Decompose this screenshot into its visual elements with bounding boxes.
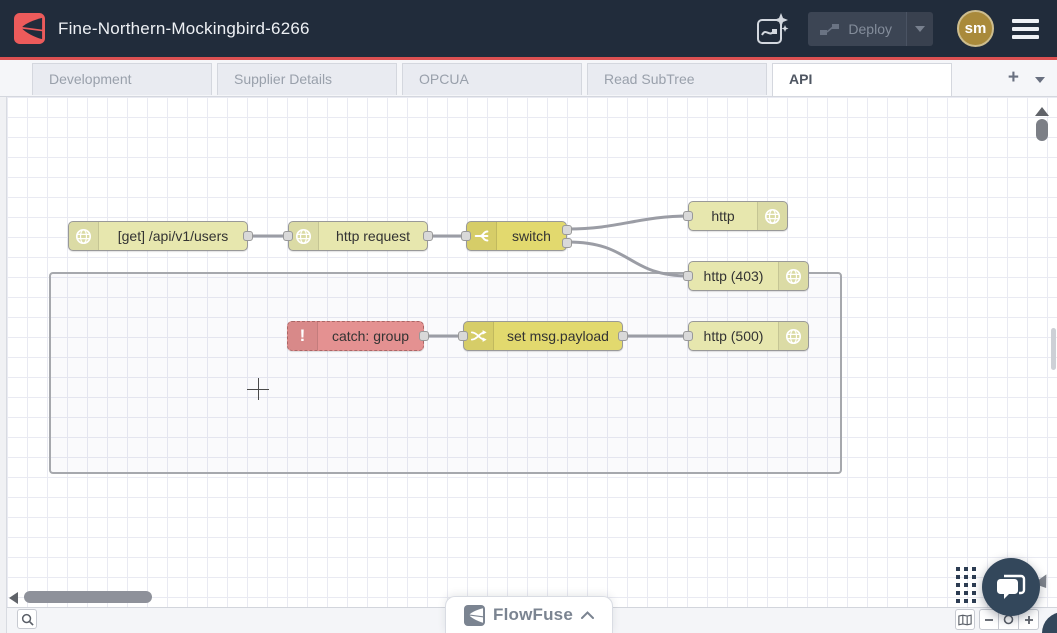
deploy-split-button: Deploy bbox=[808, 11, 933, 46]
node-switch[interactable]: switch bbox=[461, 221, 572, 251]
node-label: switch bbox=[512, 228, 551, 244]
node-label: set msg.payload bbox=[507, 328, 609, 344]
ai-flow-icon bbox=[757, 12, 789, 44]
node-http-request[interactable]: http request bbox=[283, 221, 433, 251]
scroll-up-arrow[interactable] bbox=[1035, 107, 1049, 116]
output-port[interactable] bbox=[423, 231, 433, 241]
crosshair-cursor bbox=[258, 378, 259, 400]
chat-drag-handle[interactable] bbox=[956, 567, 976, 603]
minus-icon bbox=[985, 618, 993, 621]
exclamation-icon: ! bbox=[288, 322, 318, 350]
workspace-title: Fine-Northern-Mockingbird-6266 bbox=[58, 18, 310, 38]
chevron-up-icon bbox=[581, 611, 594, 619]
user-avatar[interactable]: sm bbox=[957, 10, 994, 47]
globe-icon bbox=[757, 202, 787, 230]
tab-list-chevron-icon[interactable] bbox=[1035, 77, 1045, 83]
wire bbox=[566, 214, 691, 231]
deploy-options-button[interactable] bbox=[906, 11, 933, 46]
tab-read-subtree[interactable]: Read SubTree bbox=[587, 63, 767, 95]
scroll-left-arrow[interactable] bbox=[9, 592, 18, 604]
flow-tab-bar: Development Supplier Details OPCUA Read … bbox=[0, 60, 1057, 97]
shuffle-icon bbox=[464, 322, 494, 350]
search-flows-button[interactable] bbox=[17, 609, 37, 629]
tab-supplier-details[interactable]: Supplier Details bbox=[217, 63, 397, 95]
output-port[interactable] bbox=[419, 331, 429, 341]
vertical-scrollbar-thumb[interactable] bbox=[1036, 119, 1048, 141]
input-port[interactable] bbox=[458, 331, 468, 341]
hamburger-icon bbox=[1012, 18, 1039, 23]
node-http-response-500[interactable]: http (500) bbox=[683, 321, 809, 351]
wire bbox=[566, 240, 691, 278]
tab-development[interactable]: Development bbox=[32, 63, 212, 95]
output-port[interactable] bbox=[243, 231, 253, 241]
flowfuse-brand-label: FlowFuse bbox=[493, 605, 573, 624]
node-label: http (500) bbox=[703, 328, 764, 344]
chat-launcher-button[interactable] bbox=[982, 558, 1040, 616]
flow-canvas[interactable]: [get] /api/v1/users http request switch bbox=[7, 97, 1057, 633]
chevron-down-icon bbox=[915, 25, 925, 32]
deploy-button[interactable]: Deploy bbox=[808, 11, 906, 46]
globe-icon bbox=[778, 262, 808, 290]
globe-icon bbox=[289, 222, 319, 250]
tab-opcua[interactable]: OPCUA bbox=[402, 63, 582, 95]
node-http-response[interactable]: http bbox=[683, 201, 788, 231]
input-port[interactable] bbox=[683, 211, 693, 221]
node-change[interactable]: set msg.payload bbox=[458, 321, 628, 351]
search-icon bbox=[21, 613, 34, 626]
map-icon bbox=[958, 613, 972, 626]
flow-tabs: Development Supplier Details OPCUA Read … bbox=[32, 63, 952, 96]
node-catch[interactable]: ! catch: group bbox=[287, 321, 429, 351]
node-group-outline[interactable] bbox=[49, 272, 842, 474]
tab-api[interactable]: API bbox=[772, 63, 952, 96]
header-bar: Fine-Northern-Mockingbird-6266 bbox=[0, 0, 1057, 60]
deploy-nodes-icon bbox=[820, 23, 840, 35]
output-port[interactable] bbox=[618, 331, 628, 341]
avatar-initials: sm bbox=[964, 20, 987, 37]
horizontal-scrollbar-thumb[interactable] bbox=[24, 591, 152, 603]
input-port[interactable] bbox=[683, 331, 693, 341]
chat-bubble-icon bbox=[997, 574, 1026, 599]
globe-icon bbox=[69, 222, 99, 250]
node-label: catch: group bbox=[331, 328, 410, 344]
output-port-1[interactable] bbox=[562, 225, 572, 235]
navigator-toggle-button[interactable] bbox=[955, 609, 975, 630]
zoom-out-button[interactable] bbox=[979, 609, 999, 630]
plus-icon bbox=[1024, 615, 1033, 624]
globe-icon bbox=[778, 322, 808, 350]
input-port[interactable] bbox=[461, 231, 471, 241]
flowfuse-logo-icon bbox=[14, 13, 45, 44]
output-port-2[interactable] bbox=[562, 238, 572, 248]
ai-assistant-button[interactable] bbox=[754, 11, 790, 47]
node-label: http request bbox=[336, 228, 410, 244]
flowfuse-drawer-toggle[interactable]: FlowFuse bbox=[445, 596, 613, 633]
main-menu-button[interactable] bbox=[1012, 18, 1039, 39]
node-http-in[interactable]: [get] /api/v1/users bbox=[68, 221, 253, 251]
deploy-button-label: Deploy bbox=[848, 20, 892, 37]
header-actions: Deploy sm bbox=[754, 0, 1057, 57]
node-label: http (403) bbox=[703, 268, 764, 284]
input-port[interactable] bbox=[283, 231, 293, 241]
node-http-response-403[interactable]: http (403) bbox=[683, 261, 809, 291]
node-label: http bbox=[711, 208, 735, 224]
browser-scrollbar-thumb[interactable] bbox=[1051, 328, 1056, 370]
fork-icon bbox=[467, 222, 497, 250]
node-label: [get] /api/v1/users bbox=[117, 228, 229, 244]
add-flow-button[interactable]: + bbox=[1007, 67, 1019, 88]
flowfuse-logo-icon bbox=[464, 604, 485, 626]
input-port[interactable] bbox=[683, 271, 693, 281]
collapsed-palette bbox=[0, 60, 7, 633]
